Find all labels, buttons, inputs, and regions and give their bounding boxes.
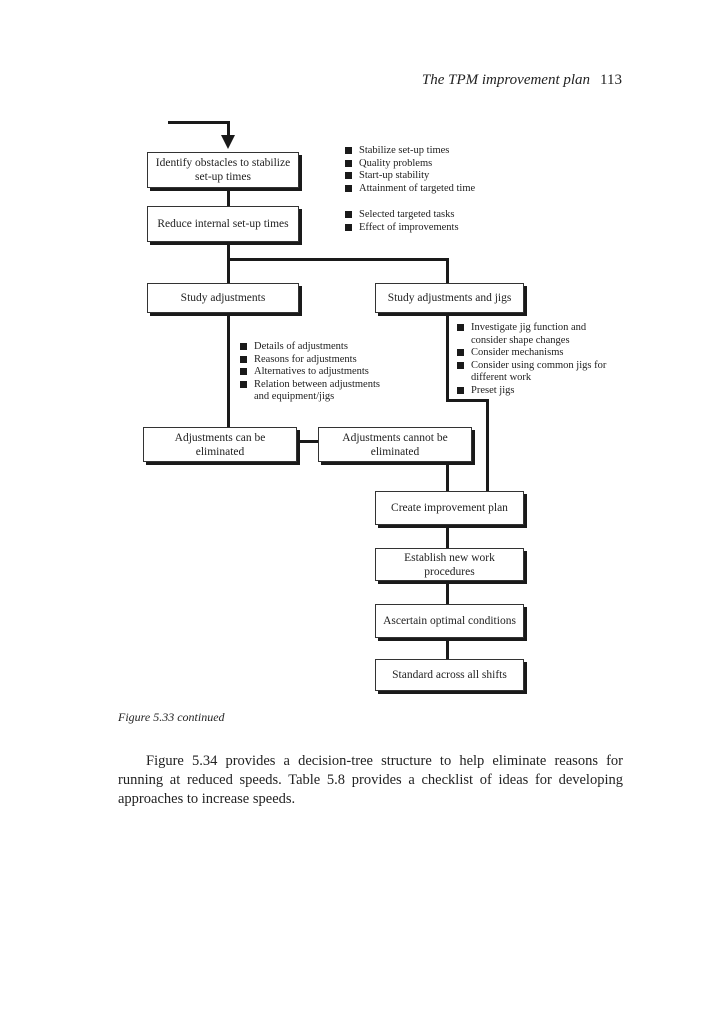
figure-caption: Figure 5.33 continued bbox=[118, 710, 225, 724]
list-item: Relation between adjustments and equipme… bbox=[240, 379, 390, 404]
notes-reduce: Selected targeted tasks Effect of improv… bbox=[345, 209, 515, 234]
box-ascertain-conditions: Ascertain optimal conditions bbox=[375, 604, 524, 638]
box-adjustments-cannot-be-eliminated: Adjustments cannot be eliminated bbox=[318, 427, 472, 462]
connector-line bbox=[446, 582, 449, 604]
list-item: Selected targeted tasks bbox=[345, 209, 515, 222]
header-title: The TPM improvement plan bbox=[421, 72, 591, 88]
connector-line bbox=[446, 314, 449, 401]
connector-line bbox=[227, 243, 230, 283]
list-item: Start-up stability bbox=[345, 170, 515, 183]
box-establish-procedures: Establish new work procedures bbox=[375, 548, 524, 581]
connector-line bbox=[486, 399, 489, 491]
connector-line bbox=[227, 258, 449, 261]
box-reduce-internal-setup: Reduce internal set-up times bbox=[147, 206, 299, 242]
list-item: Preset jigs bbox=[457, 385, 617, 398]
list-item: Quality problems bbox=[345, 158, 515, 171]
list-item: Consider using common jigs for different… bbox=[457, 360, 617, 385]
list-item: Stabilize set-up times bbox=[345, 145, 515, 158]
connector-line bbox=[227, 121, 230, 137]
connector-line bbox=[446, 258, 449, 283]
list-item: Alternatives to adjustments bbox=[240, 366, 390, 379]
connector-line bbox=[168, 121, 230, 124]
connector-line bbox=[227, 189, 230, 206]
list-item: Consider mechanisms bbox=[457, 347, 617, 360]
arrow-down-icon bbox=[221, 135, 235, 149]
page-number: 113 bbox=[600, 72, 622, 88]
connector-line bbox=[446, 399, 489, 402]
body-paragraph: Figure 5.34 provides a decision-tree str… bbox=[118, 753, 623, 807]
box-adjustments-can-be-eliminated: Adjustments can be eliminated bbox=[143, 427, 297, 462]
connector-line bbox=[297, 440, 318, 443]
notes-study-adjustments-jigs: Investigate jig function and consider sh… bbox=[457, 322, 617, 397]
connector-line bbox=[446, 462, 449, 491]
box-study-adjustments-jigs: Study adjustments and jigs bbox=[375, 283, 524, 313]
list-item: Effect of improvements bbox=[345, 222, 515, 235]
box-standard-across-shifts: Standard across all shifts bbox=[375, 659, 524, 691]
list-item: Reasons for adjustments bbox=[240, 354, 390, 367]
list-item: Details of adjustments bbox=[240, 341, 390, 354]
notes-study-adjustments: Details of adjustments Reasons for adjus… bbox=[240, 341, 390, 404]
notes-identify: Stabilize set-up times Quality problems … bbox=[345, 145, 515, 195]
list-item: Investigate jig function and consider sh… bbox=[457, 322, 617, 347]
box-study-adjustments: Study adjustments bbox=[147, 283, 299, 313]
connector-line bbox=[227, 314, 230, 427]
connector-line bbox=[446, 639, 449, 659]
list-item: Attainment of targeted time bbox=[345, 183, 515, 196]
box-create-improvement-plan: Create improvement plan bbox=[375, 491, 524, 525]
connector-line bbox=[446, 526, 449, 548]
box-identify-obstacles: Identify obstacles to stabilize set-up t… bbox=[147, 152, 299, 188]
running-header: The TPM improvement plan 113 bbox=[380, 72, 622, 89]
